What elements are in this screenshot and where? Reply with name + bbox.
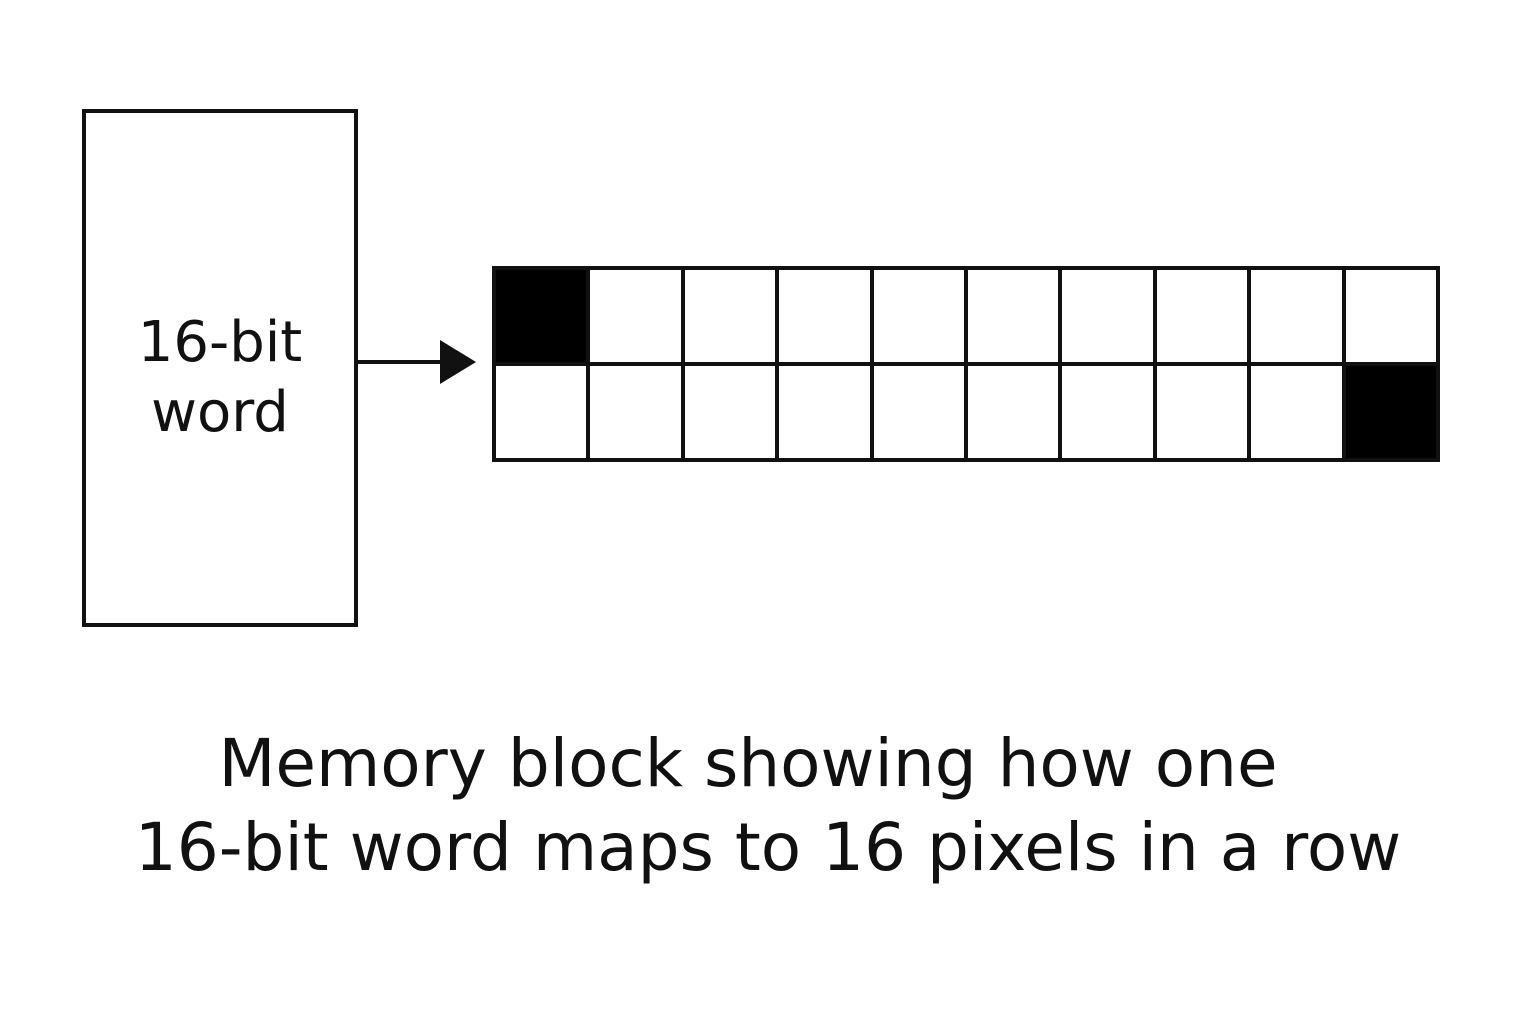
pixel-row-grid — [492, 266, 1440, 462]
pixel-off — [968, 366, 1059, 458]
pixel-off — [1251, 270, 1342, 362]
memory-word-box: 16-bit word — [82, 109, 358, 627]
pixel-off — [873, 270, 964, 362]
pixel-off — [590, 270, 681, 362]
pixel-off — [496, 366, 587, 458]
pixel-off — [590, 366, 681, 458]
pixel-off — [684, 270, 776, 362]
word-box-label-line1: 16-bit — [137, 310, 303, 375]
pixel-off — [779, 270, 870, 362]
caption-line2: 16-bit word maps to 16 pixels in a row — [134, 809, 1402, 886]
pixel-off — [1062, 366, 1153, 458]
mapping-arrow-icon — [354, 340, 476, 384]
pixel-off — [968, 270, 1059, 362]
caption-line1: Memory block showing how one — [218, 725, 1278, 802]
pixel-on — [496, 270, 587, 362]
word-box-label-line2: word — [151, 380, 289, 445]
pixel-off — [684, 366, 776, 458]
pixel-on — [1345, 366, 1436, 458]
pixel-off — [1156, 270, 1248, 362]
pixel-off — [1156, 366, 1248, 458]
pixel-off — [779, 366, 870, 458]
pixel-off — [1345, 270, 1436, 362]
pixel-off — [1251, 366, 1342, 458]
pixel-off — [873, 366, 964, 458]
pixel-off — [1062, 270, 1153, 362]
